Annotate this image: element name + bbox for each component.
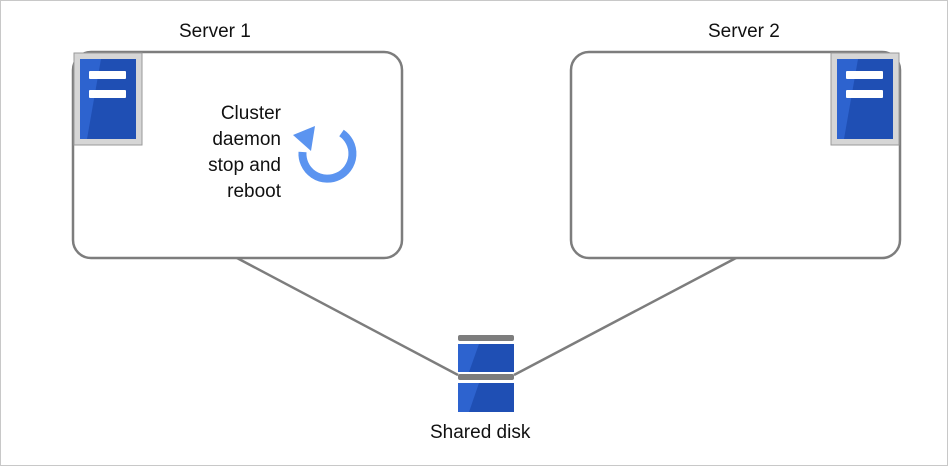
action-line: Cluster (220, 103, 281, 124)
shared-disk-label: Shared disk (430, 422, 531, 443)
shared-disk-icon (458, 335, 514, 412)
server1-frame (71, 50, 404, 260)
action-line: stop and (208, 155, 281, 176)
server-icon (73, 52, 143, 146)
reboot-icon (293, 126, 357, 183)
reboot-action-label: Cluster daemon stop and reboot (179, 101, 281, 205)
server2-title: Server 2 (708, 21, 780, 42)
server-icon (830, 52, 900, 146)
action-line: reboot (227, 181, 281, 202)
link-server2-disk (513, 256, 737, 377)
action-line: daemon (212, 129, 281, 150)
link-server1-disk (236, 256, 459, 377)
server1-title: Server 1 (179, 21, 251, 42)
server2-frame (569, 50, 902, 260)
